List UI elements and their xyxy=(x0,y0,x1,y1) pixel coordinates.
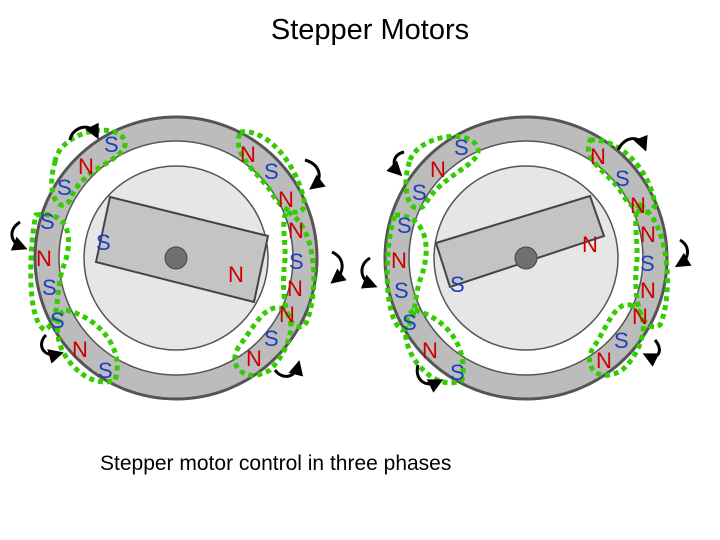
pole-label-n: N xyxy=(246,346,262,371)
rotor-label-n: N xyxy=(228,262,244,287)
rotation-arrow-icon xyxy=(40,333,64,364)
pole-label-n: N xyxy=(78,154,94,179)
pole-label-s: S xyxy=(57,175,72,200)
pole-label-s: S xyxy=(40,209,55,234)
rotor-label-s: S xyxy=(96,230,111,255)
right-motor: S N S S N S S N S N S N N S N N S N S N xyxy=(360,115,692,401)
pole-label-n: N xyxy=(391,248,407,273)
pole-label-s: S xyxy=(454,135,469,160)
rotation-arrow-icon xyxy=(642,339,661,367)
rotation-arrow-icon xyxy=(273,360,304,378)
green-coil-loop xyxy=(235,129,308,215)
green-coil-loop xyxy=(28,212,72,333)
rotation-arrow-icon xyxy=(10,220,28,251)
pole-label-s: S xyxy=(264,159,279,184)
rotation-arrow-icon xyxy=(330,250,347,284)
pole-label-n: N xyxy=(640,222,656,247)
pole-label-n: N xyxy=(72,337,88,362)
rotation-arrow-icon xyxy=(386,150,405,177)
pole-label-n: N xyxy=(36,246,52,271)
pole-label-n: N xyxy=(632,304,648,329)
left-motor: S N S S N S S N S N S N N S N N S N S N xyxy=(10,115,347,401)
pole-label-n: N xyxy=(640,278,656,303)
pole-label-s: S xyxy=(412,180,427,205)
pole-label-s: S xyxy=(615,166,630,191)
left-shaft xyxy=(164,246,188,270)
green-coil-loop xyxy=(403,133,481,211)
pole-label-n: N xyxy=(288,218,304,243)
pole-label-n: N xyxy=(278,187,294,212)
green-coil-loop xyxy=(587,302,646,378)
pole-label-n: N xyxy=(630,193,646,218)
pole-label-n: N xyxy=(279,302,295,327)
left-rotation-arrows xyxy=(10,122,347,378)
pole-label-s: S xyxy=(397,213,412,238)
pole-label-n: N xyxy=(240,142,256,167)
green-coil-loop xyxy=(232,305,294,378)
pole-label-s: S xyxy=(289,249,304,274)
pole-label-s: S xyxy=(450,360,465,385)
rotation-arrow-icon xyxy=(415,364,444,393)
green-coil-loop xyxy=(55,307,120,385)
green-coil-loop xyxy=(585,137,658,215)
rotation-arrow-icon xyxy=(360,256,378,289)
right-rotation-arrows xyxy=(360,134,692,393)
pole-label-s: S xyxy=(104,132,119,157)
pole-label-n: N xyxy=(590,144,606,169)
pole-label-s: S xyxy=(264,326,279,351)
pole-label-n: N xyxy=(596,348,612,373)
rotor-label-s: S xyxy=(450,272,465,297)
pole-label-n: N xyxy=(287,276,303,301)
pole-label-s: S xyxy=(402,310,417,335)
page-title: Stepper Motors xyxy=(270,14,470,46)
pole-label-n: N xyxy=(430,157,446,182)
green-coil-loop xyxy=(384,212,429,333)
rotation-arrow-icon xyxy=(616,134,648,152)
caption: Stepper motor control in three phases xyxy=(100,452,452,475)
right-rotor-bar xyxy=(434,194,606,289)
pole-label-s: S xyxy=(42,275,57,300)
pole-label-s: S xyxy=(50,308,65,333)
pole-label-s: S xyxy=(614,328,629,353)
right-shaft xyxy=(514,246,538,270)
rotation-arrow-icon xyxy=(304,158,326,190)
rotation-arrow-icon xyxy=(674,238,692,268)
pole-label-s: S xyxy=(98,358,113,383)
pole-label-n: N xyxy=(422,338,438,363)
rotor-label-n: N xyxy=(582,232,598,257)
pole-label-s: S xyxy=(394,278,409,303)
rotation-arrow-icon xyxy=(68,122,99,141)
pole-label-s: S xyxy=(640,251,655,276)
